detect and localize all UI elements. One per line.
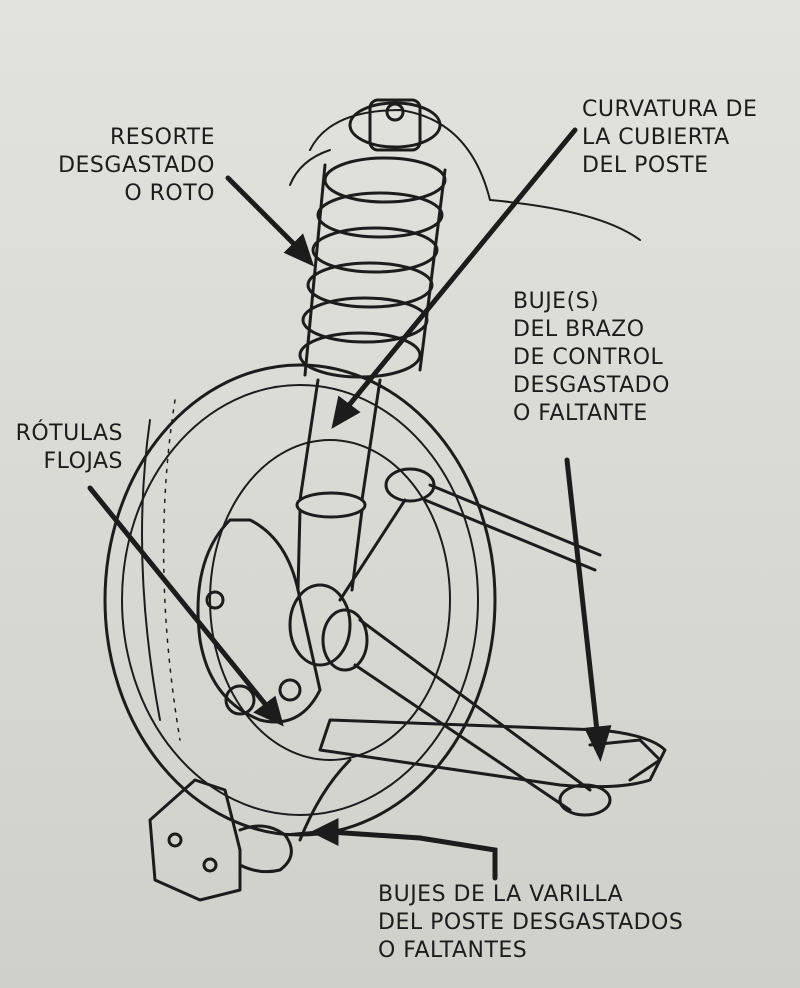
label-curvatura-line-3: DEL POSTE (582, 153, 709, 178)
label-bujes-brazo-line-2: DEL BRAZO (513, 317, 645, 342)
label-bujes-brazo-line-4: DESGASTADO (513, 373, 670, 398)
knuckle-drawing (196, 518, 322, 724)
label-resorte: RESORTE DESGASTADO O ROTO (40, 124, 215, 208)
arrow-bujes-varilla (310, 817, 498, 881)
fender-line (309, 109, 641, 241)
strut-rod-bracket-drawing (148, 778, 342, 902)
label-rotulas-line-2: FLOJAS (43, 449, 123, 474)
label-curvatura-line-2: LA CUBIERTA (582, 125, 730, 150)
arrow-curvatura (331, 127, 578, 429)
label-curvatura-line-1: CURVATURA DE (582, 97, 758, 122)
label-rotulas-line-1: RÓTULAS (15, 421, 123, 446)
tie-rod-drawing (338, 467, 602, 602)
drive-shaft-drawing (288, 583, 612, 817)
label-bujes-varilla-line-2: DEL POSTE DESGASTADOS (378, 910, 684, 935)
label-bujes-brazo-line-1: BUJE(S) (513, 289, 600, 314)
arrow-bujes-brazo (564, 457, 612, 762)
label-curvatura: CURVATURA DE LA CUBIERTA DEL POSTE (582, 96, 757, 180)
label-bujes-varilla-line-3: O FALTANTES (378, 938, 528, 963)
label-bujes-brazo-line-3: DE CONTROL (513, 345, 664, 370)
label-bujes-varilla-line-1: BUJES DE LA VARILLA (378, 882, 624, 907)
label-rotulas: RÓTULAS FLOJAS (5, 420, 123, 476)
label-bujes-brazo-line-5: O FALTANTE (513, 401, 648, 426)
strut-top-mount (348, 98, 442, 152)
label-resorte-line-3: O ROTO (124, 181, 215, 206)
label-resorte-line-1: RESORTE (110, 125, 215, 150)
label-bujes-brazo: BUJE(S) DEL BRAZO DE CONTROL DESGASTADO … (513, 288, 670, 428)
arrow-resorte (225, 175, 315, 267)
coil-spring-drawing (298, 156, 447, 379)
label-resorte-line-2: DESGASTADO (58, 153, 215, 178)
control-arm-drawing (298, 718, 667, 842)
label-bujes-varilla: BUJES DE LA VARILLA DEL POSTE DESGASTADO… (378, 881, 683, 965)
arrow-rotulas (87, 485, 284, 727)
